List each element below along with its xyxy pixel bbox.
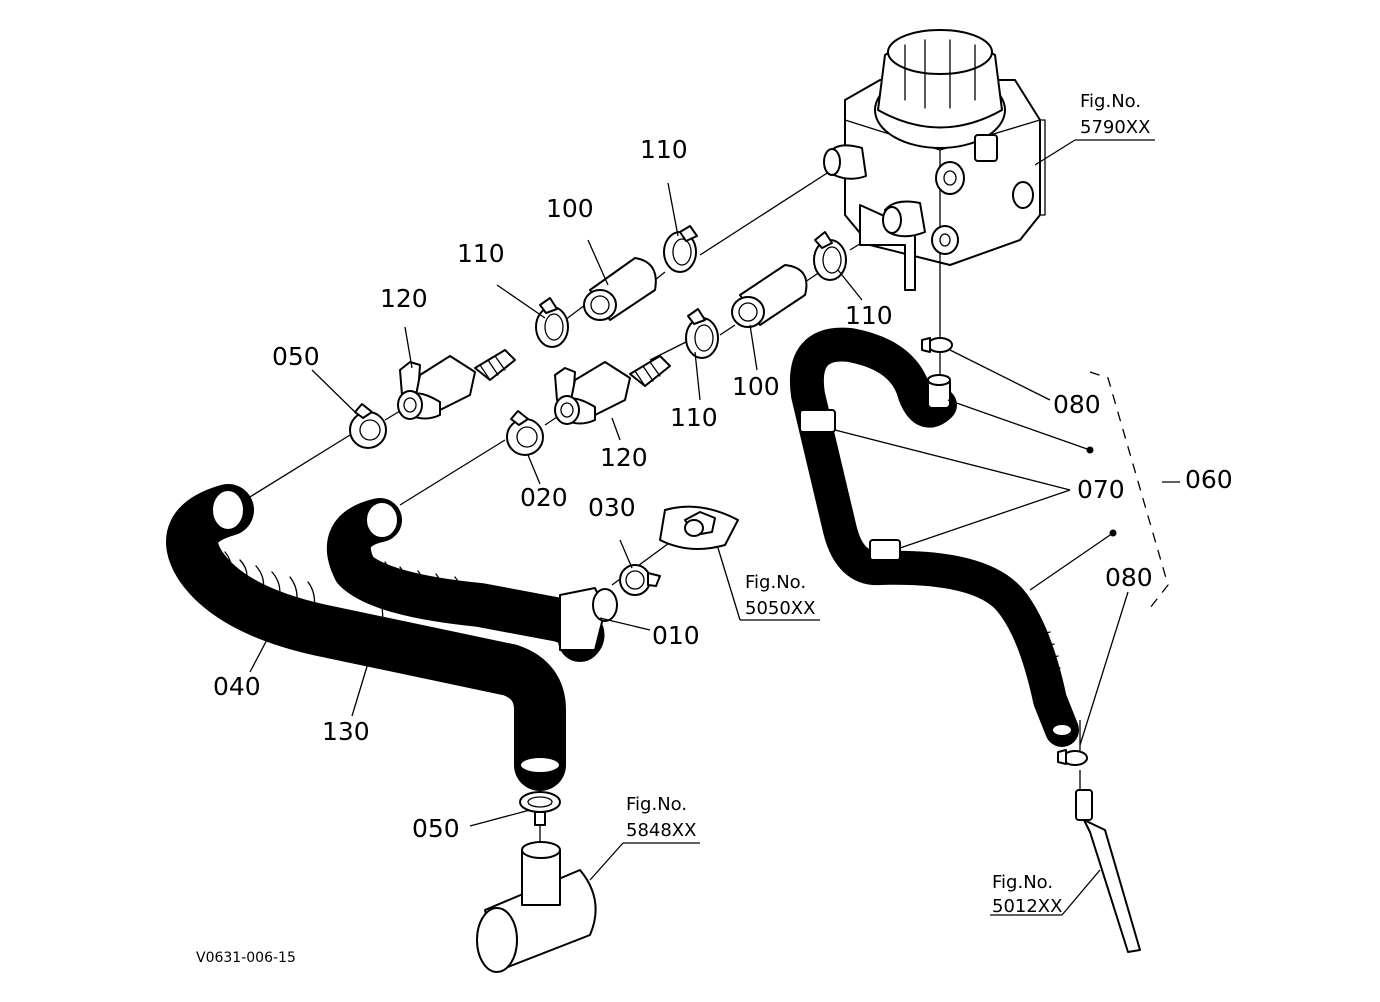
hose-130	[326, 498, 618, 662]
label-060: 060	[1185, 465, 1233, 494]
label-110-right: 110	[845, 301, 893, 330]
hose-clamp-080-top	[921, 337, 953, 353]
hose-070	[789, 327, 1079, 747]
label-050-bottom: 050	[412, 814, 460, 843]
hose-clamp-050-top	[349, 403, 387, 449]
hose-clamp-030	[619, 564, 661, 596]
hose-clamp-020	[506, 410, 544, 456]
part-number-labels: 110 100 110 120 050 110 110 100 120 020 …	[213, 135, 1233, 843]
hose-clamp-110-left	[535, 297, 569, 348]
fitting-5050	[659, 505, 739, 550]
hose-100-bottom	[731, 264, 808, 328]
sensor-120-bottom	[554, 355, 671, 425]
fig-5790-number: 5790XX	[1080, 117, 1150, 138]
sensor-120-top	[397, 349, 516, 420]
fig-5848-number: 5848XX	[626, 820, 696, 841]
hose-clamp-110-right	[813, 231, 847, 281]
label-110-top: 110	[640, 135, 688, 164]
figure-references: Fig.No. 5790XX Fig.No. 5050XX Fig.No. 58…	[626, 91, 1150, 917]
reservoir-assembly	[823, 29, 1046, 291]
label-leaders	[249, 139, 1155, 916]
label-030: 030	[588, 493, 636, 522]
fig-5012-label: Fig.No.	[992, 872, 1053, 893]
label-110-mid: 110	[670, 403, 718, 432]
label-100-bottom: 100	[732, 372, 780, 401]
label-120-top: 120	[380, 284, 428, 313]
fig-5790-label: Fig.No.	[1080, 91, 1141, 112]
label-020: 020	[520, 483, 568, 512]
label-050-top: 050	[272, 342, 320, 371]
fig-5050-label: Fig.No.	[745, 572, 806, 593]
tee-pipe	[476, 841, 597, 973]
label-040: 040	[213, 672, 261, 701]
label-110-left: 110	[457, 239, 505, 268]
label-120-bottom: 120	[600, 443, 648, 472]
hose-clamp-110-top	[663, 225, 698, 273]
hose-clamp-080-bottom	[1057, 749, 1088, 766]
fig-5848-label: Fig.No.	[626, 794, 687, 815]
label-080-top: 080	[1053, 390, 1101, 419]
hose-040	[166, 484, 566, 791]
pipe-5012	[1075, 789, 1141, 953]
label-010: 010	[652, 621, 700, 650]
label-130: 130	[322, 717, 370, 746]
hose-clamp-050-bottom	[519, 791, 561, 826]
label-100-top: 100	[546, 194, 594, 223]
hose-100-top	[583, 257, 657, 321]
label-070: 070	[1077, 475, 1125, 504]
fig-5012-number: 5012XX	[992, 896, 1062, 917]
label-080-bottom: 080	[1105, 563, 1153, 592]
fig-5050-number: 5050XX	[745, 598, 815, 619]
hose-clamp-110-mid	[685, 308, 719, 359]
drawing-code: V0631-006-15	[196, 950, 296, 966]
